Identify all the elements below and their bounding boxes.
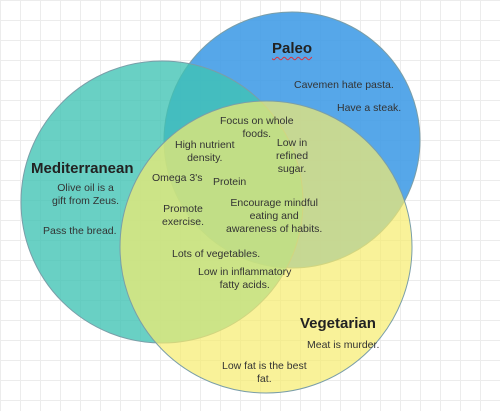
shared-omega3: Omega 3's xyxy=(152,172,203,184)
paleo-title: Paleo xyxy=(272,40,313,57)
mediterranean-note-bread: Pass the bread. xyxy=(43,225,117,237)
vegetarian-note-low-fat: Low fat is the best fat. xyxy=(222,360,307,385)
mediterranean-title: Mediterranean xyxy=(31,160,134,177)
shared-low-refined-sugar: Low in refined sugar. xyxy=(276,137,309,175)
shared-low-inflammatory: Low in inflammatory fatty acids. xyxy=(198,266,292,291)
paleo-note-cavemen: Cavemen hate pasta. xyxy=(294,79,394,91)
vegetarian-note-meat: Meat is murder. xyxy=(307,339,380,351)
vegetarian-title: Vegetarian xyxy=(300,315,376,332)
shared-lots-of-vegetables: Lots of vegetables. xyxy=(172,248,261,260)
mediterranean-note-olive-oil: Olive oil is a gift from Zeus. xyxy=(52,182,120,207)
shared-promote-exercise: Promote exercise. xyxy=(162,203,205,228)
shared-high-nutrient-density: High nutrient density. xyxy=(175,139,235,164)
paleo-note-steak: Have a steak. xyxy=(337,102,402,114)
shared-focus-whole-foods: Focus on whole foods. xyxy=(220,115,294,140)
vegetarian-circle xyxy=(119,100,413,394)
shared-mindful-eating: Encourage mindful eating and awareness o… xyxy=(226,197,323,235)
shared-protein: Protein xyxy=(213,176,247,188)
